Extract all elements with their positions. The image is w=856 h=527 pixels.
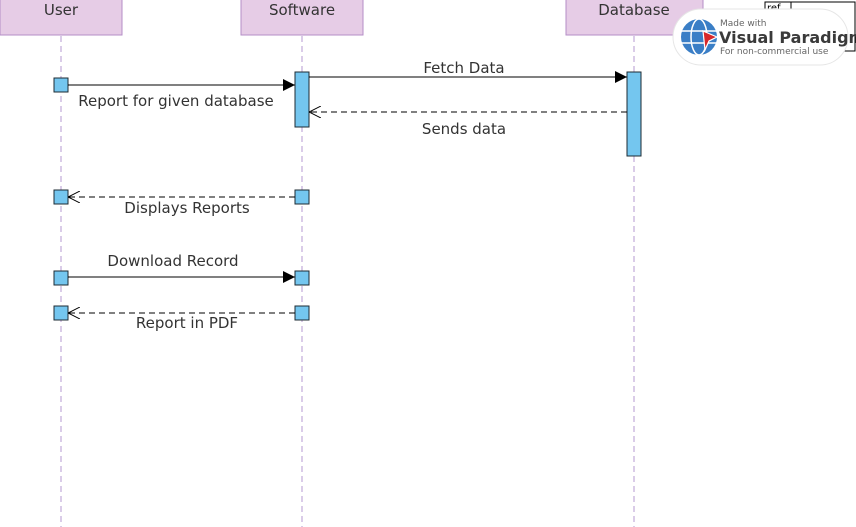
visual-paradigm-watermark: Made with Visual Paradigm For non-commer… [672,8,856,66]
activation-software-3[interactable] [294,270,310,286]
message-label: Report in PDF [136,314,238,332]
message-report-in-pdf[interactable]: Report in PDF [68,313,295,332]
message-download-record[interactable]: Download Record [68,252,295,283]
message-fetch-data[interactable]: Fetch Data [309,59,627,83]
visual-paradigm-globe-logo-icon [681,18,719,56]
watermark-line1: Made with [720,19,767,29]
activation-user-2[interactable] [53,189,69,205]
lifeline-user-head[interactable]: User [0,0,123,36]
message-label: Displays Reports [124,199,250,217]
activation-user-1[interactable] [53,77,69,93]
message-label: Sends data [422,120,506,138]
message-label: Fetch Data [423,59,504,77]
lifeline-software-label: Software [269,1,335,19]
activation-software-2[interactable] [294,189,310,205]
message-report-request[interactable]: Report for given database [68,79,295,110]
activation-software-1[interactable] [294,71,310,128]
lifeline-database-label: Database [598,1,670,19]
watermark-brand: Visual Paradigm [719,28,856,47]
lifeline-software-head[interactable]: Software [240,0,364,36]
activation-database-1[interactable] [626,71,642,157]
watermark-line2: For non-commercial use [720,47,829,57]
activation-software-4[interactable] [294,305,310,321]
message-displays-reports[interactable]: Displays Reports [68,197,295,217]
activation-user-4[interactable] [53,305,69,321]
message-sends-data[interactable]: Sends data [309,112,627,138]
message-label: Download Record [107,252,238,270]
lifeline-user-label: User [44,1,79,19]
activation-user-3[interactable] [53,270,69,286]
message-label: Report for given database [78,92,274,110]
